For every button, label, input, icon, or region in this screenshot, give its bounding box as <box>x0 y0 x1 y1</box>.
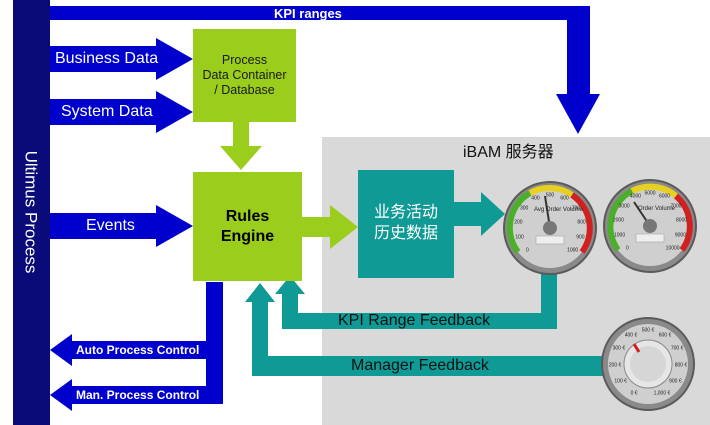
gauge2-tick-label: 8000 <box>676 217 688 224</box>
kpi-ranges-label: KPI ranges <box>274 6 342 21</box>
knob-tick-label: 700 € <box>670 345 684 351</box>
data-container-line3: / Database <box>214 83 275 97</box>
manager-feedback-arrow-head <box>245 283 275 302</box>
gauge1-tick-label: 600 <box>560 195 569 202</box>
kpi-feedback-arrow-bottom <box>282 313 557 329</box>
container-to-engine-head <box>220 146 262 170</box>
knob-tick-label: 100 € <box>614 378 627 385</box>
kpi-feedback-arrow-head <box>275 276 305 294</box>
auto-control-arrow-shaft <box>70 341 223 359</box>
gauge2-tick-label: 4000 <box>629 193 642 200</box>
gauge1-tick-label: 400 <box>531 195 540 202</box>
history-to-gauges-head <box>481 192 505 236</box>
kpi-feedback-arrow-right <box>541 263 557 329</box>
data-container-line2: Data Container <box>202 68 287 82</box>
gauge2-tick-label: 10000 <box>665 245 680 252</box>
events-arrow-head <box>156 205 193 247</box>
kpi-feedback-arrow-up <box>282 292 298 329</box>
knob-tick-label: 300 € <box>612 345 626 351</box>
system-data-arrow-head <box>156 91 193 133</box>
knob-tick-label: 0 € <box>630 390 638 397</box>
control-arrow-down-shaft <box>206 282 223 390</box>
auto-process-control-label: Auto Process Control <box>76 343 200 357</box>
kpi-ranges-arrow-bar <box>50 6 590 20</box>
gauge1-tick-label: 500 <box>545 192 555 199</box>
data-container-line1: Process <box>221 53 268 67</box>
gauge2-tick-label: 9000 <box>674 232 686 239</box>
gauge1-label: Avg Order Volume <box>534 207 583 213</box>
gauge2-tick-label: 0 <box>625 245 629 252</box>
gauge1-tick-label: 1000 <box>567 247 579 254</box>
events-label: Events <box>86 217 135 234</box>
system-data-arrow-shaft <box>50 99 158 125</box>
manager-knob <box>601 317 695 411</box>
gauge1-tick-label: 800 <box>577 219 586 226</box>
business-data-label: Business Data <box>55 50 159 67</box>
rules-engine-line1: Rules <box>225 207 270 225</box>
gauge1-tick-label: 0 <box>525 247 529 254</box>
server-title: iBAM 服务器 <box>463 144 554 161</box>
man-control-arrow-head <box>50 379 72 411</box>
rules-engine-box: Rules Engine <box>193 172 302 281</box>
gauge2-tick-label: 2000 <box>612 217 624 224</box>
gauge-order-volume <box>603 179 697 273</box>
knob-tick-label: 200 € <box>608 362 622 369</box>
data-container-box: Process Data Container / Database <box>193 29 296 122</box>
gauge2-tick-label: 5000 <box>644 190 656 197</box>
kpi-ranges-arrow-head <box>556 94 600 134</box>
gauge1-tick-label: 200 <box>514 219 523 226</box>
knob-tick-label: 1,000 € <box>653 390 671 397</box>
ultimus-process-label: Ultimus Process <box>21 150 41 274</box>
gauge2-label: Order Volume <box>638 206 676 212</box>
container-to-engine-shaft <box>233 122 249 148</box>
man-control-arrow-shaft <box>70 386 223 404</box>
gauge1-tick-label: 700 <box>571 205 581 212</box>
engine-to-history-shaft <box>302 217 332 237</box>
kpi-range-feedback-label: KPI Range Feedback <box>338 312 491 329</box>
man-process-control-label: Man. Process Control <box>76 388 200 402</box>
auto-control-arrow-head <box>50 334 72 366</box>
business-data-arrow-shaft <box>50 46 158 72</box>
manager-feedback-arrow-bottom <box>252 356 605 376</box>
history-data-box: 业务活动 历史数据 <box>358 170 454 278</box>
gauge2-tick-label: 3000 <box>618 203 630 210</box>
history-data-line2: 历史数据 <box>373 225 438 242</box>
history-to-gauges-shaft <box>454 202 484 226</box>
manager-feedback-label: Manager Feedback <box>351 357 489 374</box>
knob-tick-label: 800 € <box>674 362 688 369</box>
knob-tick-label: 600 € <box>658 332 672 339</box>
knob-tick-label: 500 € <box>641 327 655 334</box>
gauge-avg-order-volume <box>503 181 597 275</box>
gauge2-tick-label: 1000 <box>614 232 626 239</box>
gauge2-tick-label: 6000 <box>658 193 671 200</box>
gauge1-tick-label: 300 <box>519 205 529 212</box>
business-data-arrow-head <box>156 38 193 80</box>
knob-tick-label: 900 € <box>669 378 682 385</box>
history-data-line1: 业务活动 <box>373 204 438 222</box>
ultimus-process-bar <box>13 0 50 425</box>
rules-engine-line2: Engine <box>220 227 275 245</box>
events-arrow-shaft <box>50 213 158 239</box>
gauge1-tick-label: 900 <box>576 234 585 241</box>
engine-to-history-head <box>330 205 358 249</box>
kpi-ranges-arrow-shaft <box>567 6 590 96</box>
manager-feedback-arrow-up <box>252 300 268 376</box>
system-data-label: System Data <box>61 103 153 120</box>
gauge1-tick-label: 100 <box>515 234 524 241</box>
knob-tick-label: 400 € <box>624 332 638 339</box>
gauge2-tick-label: 7000 <box>670 203 682 210</box>
